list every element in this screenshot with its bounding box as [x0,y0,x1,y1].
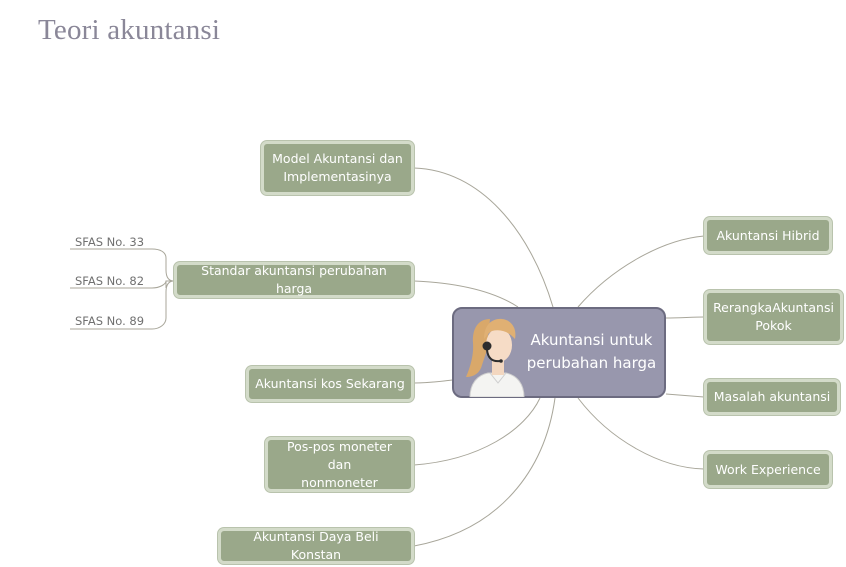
node-label: Pos-pos moneter dan nonmoneter [287,438,392,490]
node-akuntansi-kos[interactable]: Akuntansi kos Sekarang [246,366,414,402]
central-topic-label: Akuntansi untuk perubahan harga [526,331,657,372]
central-topic[interactable]: Akuntansi untuk perubahan harga [452,307,666,398]
sub-connector-89 [70,280,175,330]
connector-model [413,167,554,308]
sub-branch-sfas-33[interactable]: SFAS No. 33 [75,235,145,249]
node-model-akuntansi[interactable]: Model Akuntansi dan Implementasinya [261,141,414,195]
node-label: Masalah akuntansi [713,389,831,404]
node-akuntansi-hibrid[interactable]: Akuntansi Hibrid [704,217,832,254]
node-label: Akuntansi kos Sekarang [255,376,405,391]
connector-standar [413,280,519,308]
node-pos-moneter[interactable]: Pos-pos moneter dan nonmoneter [265,437,414,492]
node-label: Standar akuntansi perubahan harga [201,263,387,296]
node-rerangka-akuntansi[interactable]: RerangkaAkuntansi Pokok [704,290,843,344]
node-standar-akuntansi[interactable]: Standar akuntansi perubahan harga [174,262,414,298]
connector-pos [413,397,541,466]
connector-hibrid [577,235,705,308]
sub-connector-82 [70,280,174,289]
sub-branch-sfas-82[interactable]: SFAS No. 82 [75,274,145,288]
node-work-experience[interactable]: Work Experience [704,451,832,488]
node-masalah-akuntansi[interactable]: Masalah akuntansi [704,379,840,415]
operator-avatar-icon [466,318,525,397]
node-label: Akuntansi Daya Beli Konstan [253,529,379,562]
connector-daya [413,397,556,547]
node-label: RerangkaAkuntansi Pokok [713,300,834,333]
connector-masalah [665,393,705,398]
node-label: Work Experience [715,461,821,477]
node-label: Model Akuntansi dan Implementasinya [272,151,403,184]
connector-work [577,397,705,470]
sub-branch-sfas-89[interactable]: SFAS No. 89 [75,314,145,328]
node-label: Akuntansi Hibrid [716,227,820,243]
page-title: Teori akuntansi [38,14,221,46]
connector-kos [413,379,454,384]
node-daya-beli[interactable]: Akuntansi Daya Beli Konstan [218,528,414,564]
connector-rerangka [665,316,705,319]
sub-connector-33 [70,248,175,282]
